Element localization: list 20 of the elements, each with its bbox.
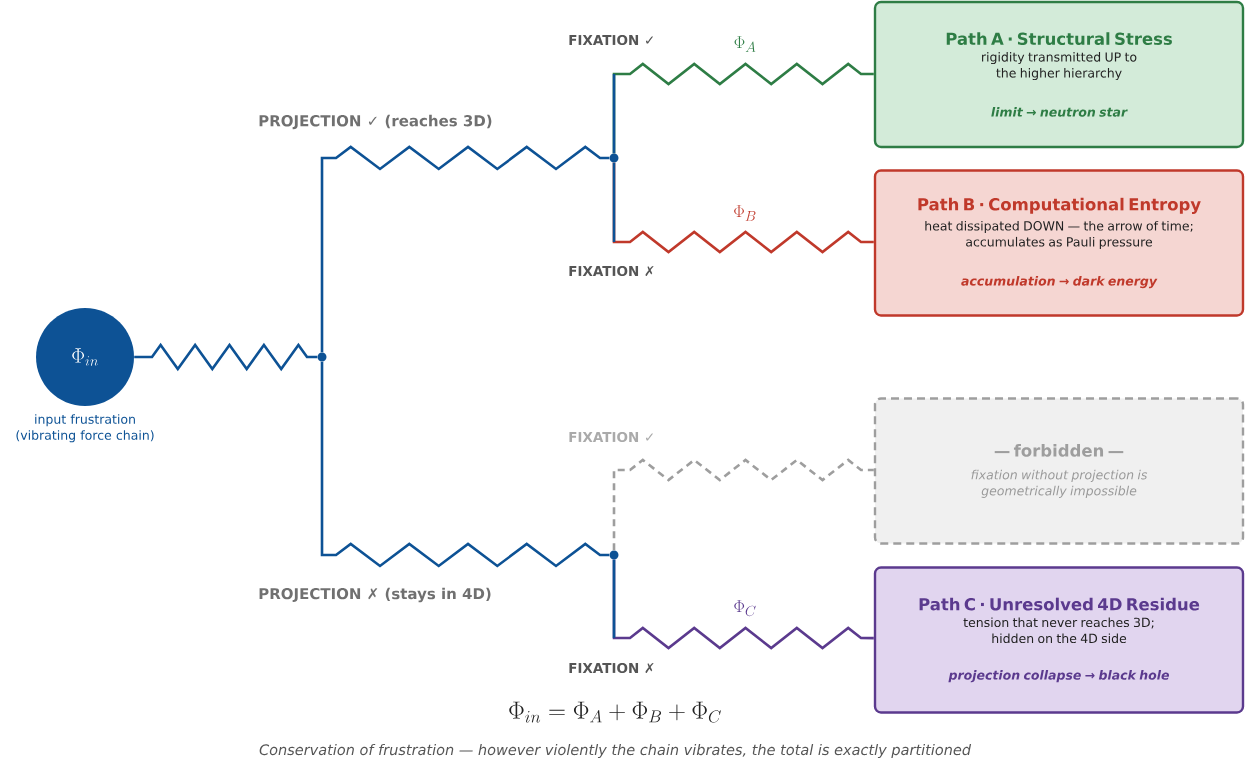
circle-caption: input frustration (vibrating force chain) [16,414,154,443]
equation: $\Phi_{in} = \Phi_A + \Phi_B + \Phi_C$ [509,701,721,723]
edge-label: $\Phi_C$ [734,600,756,617]
state-label: FIXATION ✓ [569,431,653,443]
info-box: — forbidden — fixation without projection is geometrically impossible [873,397,1245,545]
caption: Conservation of frustration — however violently the chain vibrates, the total is exactly partitioned [259,743,972,758]
edge-label: $\Phi_B$ [734,205,756,221]
spring-line [320,145,610,353]
edge-label: PROJECTION ✗ (stays in 4D) [259,587,491,603]
info-box: Path C · Unresolved 4D Residue tension that never reaches 3D; hidden on the 4D side projection collapse → black hole [873,566,1245,714]
info-box: Path B · Computational Entropy heat dissipated DOWN — the arrow of time; accumulates as Pauli pressure accumulation → dark energy [873,169,1245,317]
state-label: FIXATION ✗ [569,662,654,674]
spring-line [612,458,874,551]
edge-label: PROJECTION ✓ (reaches 3D) [259,114,492,130]
info-box: Path A · Structural Stress rigidity transmitted UP to the higher hierarchy limit → neutron star [873,0,1245,149]
edge-label: $\Phi_A$ [734,36,756,52]
spring-line [134,342,318,372]
state-label: FIXATION ✓ [569,34,653,46]
spring-line [320,361,610,568]
state-label: FIXATION ✗ [569,265,654,277]
